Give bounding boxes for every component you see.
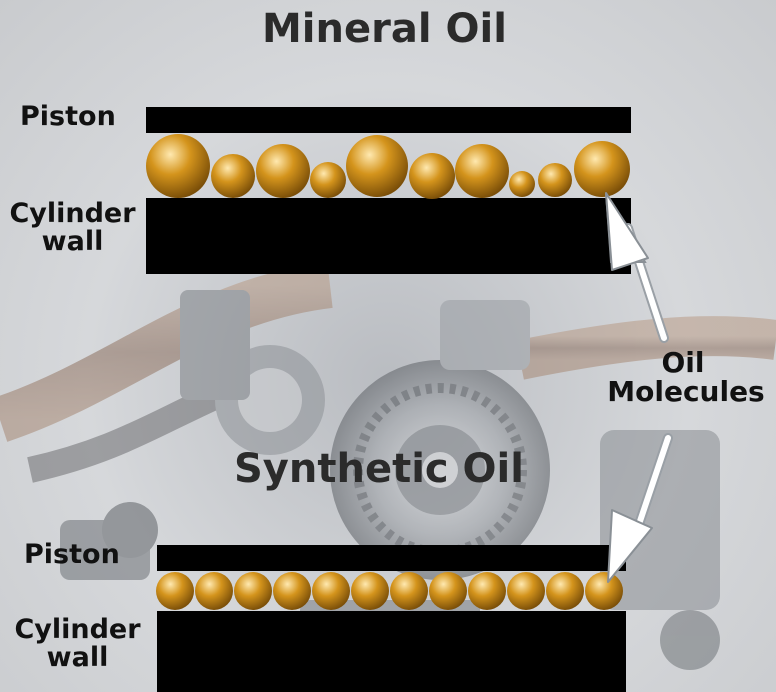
mineral-molecule	[256, 144, 310, 198]
mineral-molecule	[310, 162, 346, 198]
mineral-oil-title: Mineral Oil	[262, 6, 507, 52]
synthetic-molecule	[546, 572, 584, 610]
mineral-molecule	[538, 163, 572, 197]
callout-line2: Molecules	[607, 375, 765, 409]
mineral-molecule	[211, 154, 255, 198]
synthetic-cylinder-label: Cylinder wall	[0, 614, 155, 674]
synthetic-cylinder-label-line2: wall	[46, 642, 109, 674]
synthetic-molecule	[429, 572, 467, 610]
mineral-cylinder-label-line1: Cylinder	[9, 198, 136, 229]
synthetic-cylinder-wall-bar	[157, 611, 626, 692]
synthetic-molecule	[156, 572, 194, 610]
mineral-oil-molecules	[146, 134, 630, 199]
mineral-molecule	[574, 141, 630, 197]
mineral-piston-bar	[146, 107, 631, 133]
callout-arrow-synthetic	[607, 433, 673, 583]
synthetic-molecule	[273, 572, 311, 610]
synthetic-molecule	[507, 572, 545, 610]
callout-arrow-mineral	[605, 192, 669, 343]
mineral-piston-label: Piston	[20, 101, 116, 132]
callout-line1: Oil	[661, 346, 705, 379]
synthetic-oil-molecules	[156, 572, 623, 610]
mineral-cylinder-label-line2: wall	[41, 226, 104, 258]
synthetic-piston-bar	[157, 545, 626, 571]
mineral-molecule	[509, 171, 535, 197]
synthetic-molecule	[585, 572, 623, 610]
synthetic-oil-title: Synthetic Oil	[234, 446, 524, 492]
oil-molecules-callout: Oil Molecules	[598, 348, 776, 407]
mineral-molecule	[146, 134, 210, 198]
synthetic-molecule	[312, 572, 350, 610]
synthetic-molecule	[468, 572, 506, 610]
synthetic-molecule	[234, 572, 272, 610]
synthetic-piston-label: Piston	[24, 539, 120, 570]
mineral-molecule	[455, 144, 509, 198]
mineral-cylinder-label: Cylinder wall	[0, 198, 145, 258]
synthetic-molecule	[390, 572, 428, 610]
synthetic-molecule	[195, 572, 233, 610]
mineral-molecule	[409, 153, 455, 199]
synthetic-molecule	[351, 572, 389, 610]
mineral-cylinder-wall-bar	[146, 198, 631, 274]
mineral-molecule	[346, 135, 408, 197]
synthetic-cylinder-label-line1: Cylinder	[14, 614, 141, 645]
